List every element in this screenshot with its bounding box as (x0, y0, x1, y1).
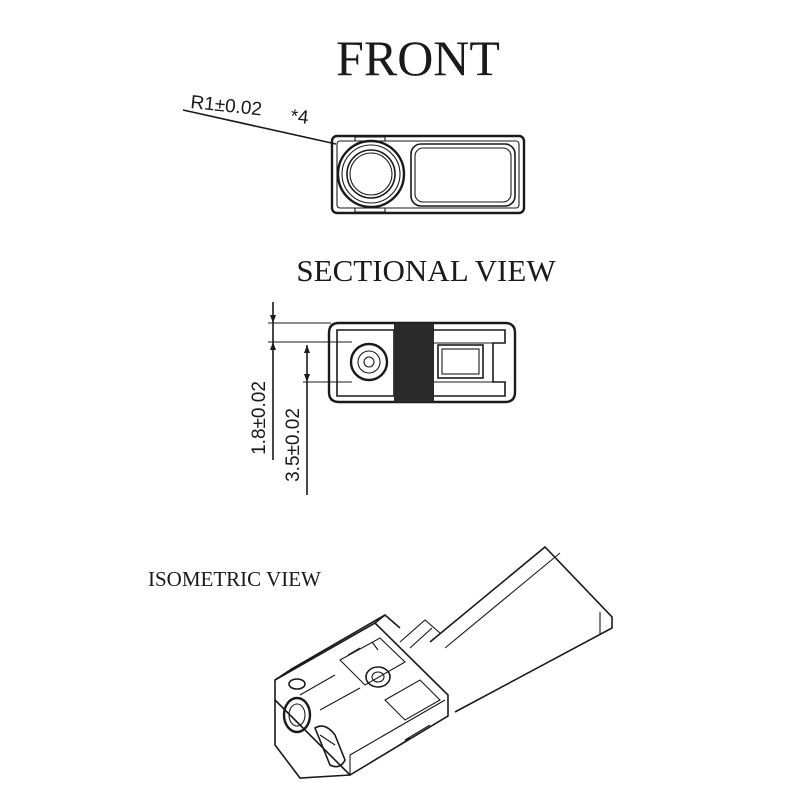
iso-rect-port (314, 725, 346, 768)
radius-count-annotation: *4 (289, 106, 309, 129)
front-title: FRONT (336, 30, 500, 86)
dimension-label-1.8: 1.8±0.02 (249, 381, 270, 455)
dimension-lines (268, 302, 352, 495)
isometric-title: ISOMETRIC VIEW (148, 567, 321, 591)
front-view-part (330, 134, 526, 215)
radius-leader-line (182, 109, 337, 145)
radius-annotation: R1±0.02 (189, 92, 263, 120)
iso-round-port (282, 696, 312, 734)
isometric-view-part (274, 545, 613, 779)
sectional-coax (349, 342, 389, 382)
sectional-title: SECTIONAL VIEW (296, 253, 556, 288)
front-rect-port (410, 143, 516, 207)
dimension-label-3.5: 3.5±0.02 (283, 408, 304, 482)
sectional-view-part (327, 321, 517, 404)
front-round-port (336, 139, 406, 209)
section-hatch (394, 323, 434, 402)
